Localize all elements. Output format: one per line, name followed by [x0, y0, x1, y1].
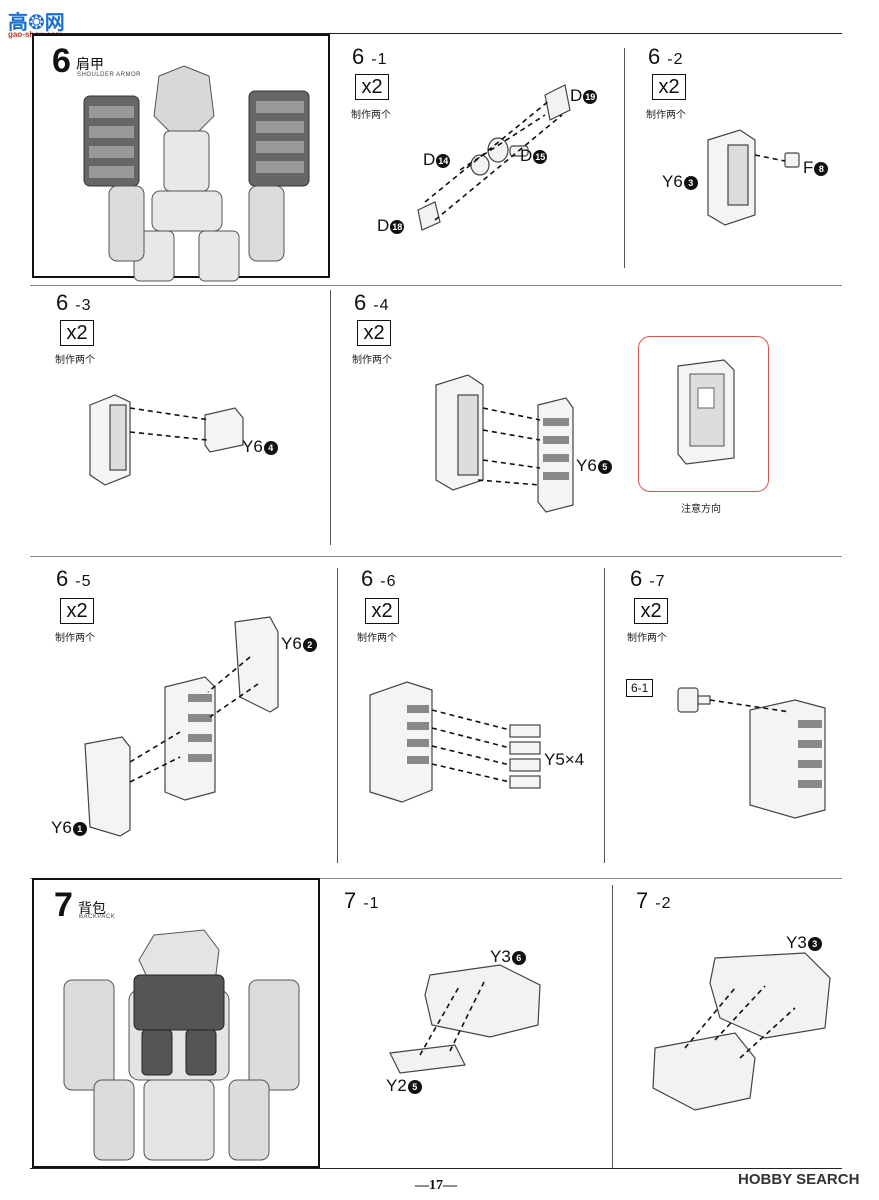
section-6-header-box	[32, 34, 330, 282]
step-6-2-diagram	[707, 129, 800, 226]
step-6-5-label: 6-5	[56, 566, 92, 591]
step-6-2-label: 6-2	[648, 44, 684, 69]
divider	[604, 568, 605, 863]
step-7-2-label: 7-2	[636, 888, 672, 913]
row-2-rule	[30, 285, 842, 286]
site-logo: 高❂网	[8, 10, 65, 34]
step-reference-6-1: 6-1	[626, 679, 654, 697]
divider	[337, 568, 338, 863]
row-3-rule	[30, 556, 842, 557]
robot-shoulder-illustration	[83, 65, 310, 282]
section-6-number: 6	[52, 42, 71, 80]
step-6-7-note: 制作两个	[627, 633, 667, 644]
step-6-5-diagram	[84, 616, 279, 837]
callout-part-illustration	[677, 359, 735, 465]
step-6-4-diagram	[435, 374, 574, 513]
section-6-subtitle: SHOULDER ARMOR	[77, 72, 142, 78]
part-label-Y5x4: Y5×4	[544, 750, 585, 769]
step-6-1-diagram	[417, 84, 571, 231]
step-6-2-qty: x2	[652, 74, 686, 100]
step-6-5-note: 制作两个	[55, 633, 95, 644]
step-6-2-note: 制作两个	[646, 110, 686, 121]
step-6-1-note: 制作两个	[351, 110, 391, 121]
step-6-3-qty: x2	[60, 320, 94, 346]
step-6-1-qty: x2	[355, 74, 389, 100]
step-6-5-qty: x2	[60, 598, 94, 624]
step-6-3-note: 制作两个	[55, 355, 95, 366]
step-6-3-label: 6-3	[56, 290, 92, 315]
step-6-6-note: 制作两个	[357, 633, 397, 644]
step-6-3-diagram	[89, 394, 244, 486]
section-7-title: 背包	[78, 901, 106, 917]
page-number: —17—	[415, 1178, 457, 1193]
step-6-4-qty: x2	[357, 320, 391, 346]
hobby-search-watermark: HOBBY SEARCH	[738, 1171, 860, 1188]
section-6-title: 肩甲	[76, 57, 104, 73]
orientation-callout-box	[638, 336, 769, 492]
step-7-1-diagram	[389, 964, 541, 1074]
divider	[330, 290, 331, 545]
step-6-4-label: 6-4	[354, 290, 390, 315]
step-6-6-label: 6-6	[361, 566, 397, 591]
step-6-7-diagram	[677, 687, 826, 819]
robot-backpack-illustration	[63, 929, 300, 1161]
top-rule	[30, 33, 842, 34]
divider	[624, 48, 625, 268]
divider	[612, 885, 613, 1168]
section-7-header-box	[32, 878, 320, 1168]
step-7-1-label: 7-1	[344, 888, 380, 913]
step-6-4-note: 制作两个	[352, 355, 392, 366]
step-6-6-diagram	[369, 681, 541, 803]
step-6-7-label: 6-7	[630, 566, 666, 591]
step-6-7-qty: x2	[634, 598, 668, 624]
step-6-1-label: 6-1	[352, 44, 388, 69]
step-6-6-qty: x2	[365, 598, 399, 624]
step-7-2-diagram	[652, 952, 831, 1111]
section-7-number: 7	[54, 886, 73, 924]
callout-caption: 注意方向	[681, 504, 721, 515]
bottom-rule	[30, 1168, 842, 1169]
section-7-subtitle: BACKPACK	[79, 914, 116, 920]
row-4-rule	[30, 878, 842, 879]
